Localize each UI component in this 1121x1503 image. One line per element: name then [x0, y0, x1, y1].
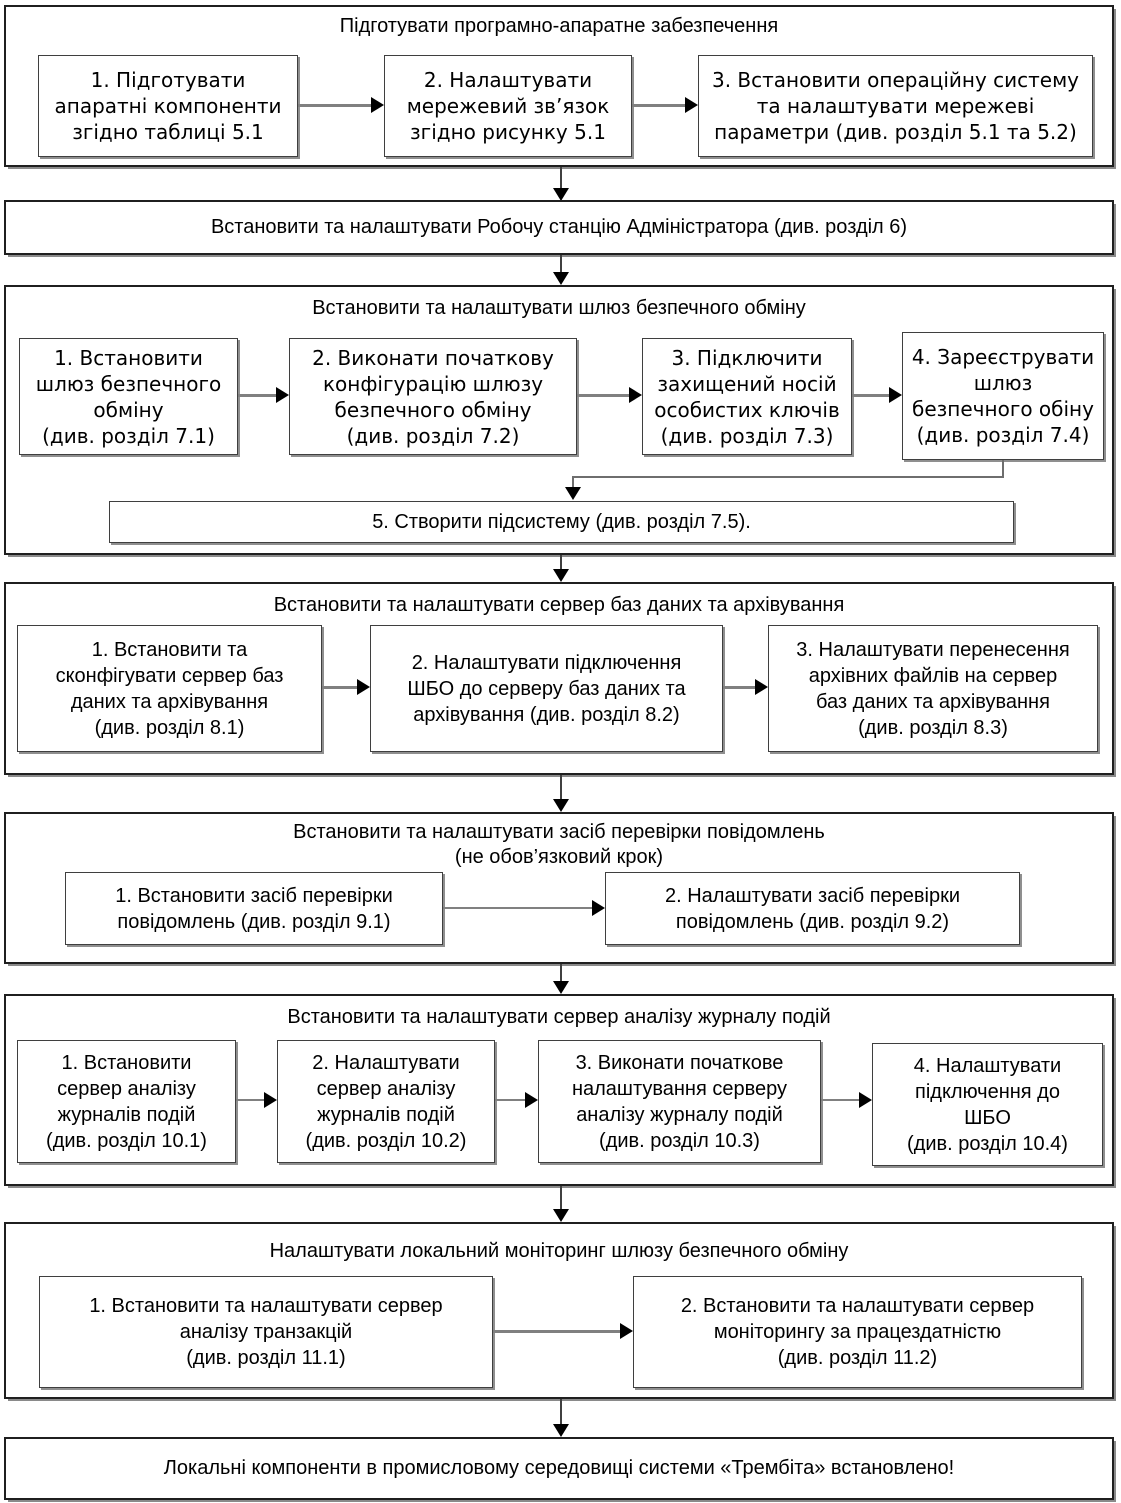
section-title: Встановити та налаштувати Робочу станцію… — [210, 216, 908, 238]
section-title: Налаштувати локальний моніторинг шлюзу б… — [269, 1240, 849, 1262]
elbow-connector-line — [572, 476, 574, 487]
down-arrow-line — [560, 964, 562, 981]
step-box-10-1: 1. Встановити сервер аналізу журналів по… — [17, 1040, 236, 1163]
section-title: Підготувати програмно-апаратне забезпече… — [339, 15, 779, 37]
elbow-connector-line — [1002, 460, 1004, 478]
right-arrow-icon — [685, 97, 698, 113]
step-box-8-1: 1. Встановити та сконфігувати сервер баз… — [17, 625, 322, 752]
down-arrow-line — [560, 255, 562, 272]
right-arrow-icon — [276, 387, 289, 403]
step-box-9-2: 2. Налаштувати засіб перевірки повідомле… — [605, 872, 1020, 945]
section-prepare-hardware: Підготувати програмно-апаратне забезпече… — [4, 5, 1114, 167]
right-arrow-line — [238, 394, 276, 397]
down-arrow-icon — [553, 1209, 569, 1222]
section-local-monitoring: Налаштувати локальний моніторинг шлюзу б… — [4, 1222, 1114, 1399]
right-arrow-icon — [371, 97, 384, 113]
down-arrow-line — [560, 1186, 562, 1209]
step-box-5-1-network: 2. Налаштувати мережевий зв’язок згідно … — [384, 55, 632, 157]
section-secure-gateway: Встановити та налаштувати шлюз безпечног… — [4, 285, 1114, 555]
step-box-7-3: 3. Підключити захищений носій особистих … — [642, 338, 852, 455]
section-log-analysis-server: Встановити та налаштувати сервер аналізу… — [4, 994, 1114, 1186]
section-title: Локальні компоненти в промисловому серед… — [163, 1457, 955, 1479]
section-installation-complete: Локальні компоненти в промисловому серед… — [4, 1437, 1114, 1500]
section-title: Встановити та налаштувати сервер баз дан… — [273, 594, 845, 616]
section-database-server: Встановити та налаштувати сервер баз дан… — [4, 582, 1114, 775]
down-arrow-icon — [553, 188, 569, 201]
step-box-9-1: 1. Встановити засіб перевірки повідомлен… — [65, 872, 443, 945]
step-box-10-3: 3. Виконати початкове налаштування серве… — [538, 1040, 821, 1163]
step-box-7-2: 2. Виконати початкову конфігурацію шлюзу… — [289, 338, 577, 455]
down-arrow-icon — [565, 487, 581, 500]
right-arrow-line — [298, 104, 371, 107]
section-title: Встановити та налаштувати сервер аналізу… — [287, 1006, 831, 1028]
section-admin-workstation: Встановити та налаштувати Робочу станцію… — [4, 200, 1114, 255]
step-box-5-os: 3. Встановити операційну систему та нала… — [698, 55, 1093, 157]
down-arrow-line — [560, 167, 562, 188]
right-arrow-line — [322, 686, 357, 689]
right-arrow-icon — [620, 1323, 633, 1339]
right-arrow-icon — [629, 387, 642, 403]
right-arrow-icon — [264, 1092, 277, 1108]
down-arrow-line — [560, 1399, 562, 1424]
right-arrow-icon — [859, 1092, 872, 1108]
right-arrow-line — [577, 394, 629, 397]
step-box-5-1-hardware: 1. Підготувати апаратні компоненти згідн… — [38, 55, 298, 157]
down-arrow-icon — [553, 272, 569, 285]
right-arrow-line — [821, 1099, 859, 1101]
right-arrow-icon — [889, 387, 902, 403]
down-arrow-icon — [553, 799, 569, 812]
step-box-10-4: 4. Налаштувати підключення до ШБО (див. … — [872, 1043, 1103, 1166]
step-box-7-5: 5. Створити підсистему (див. розділ 7.5)… — [109, 501, 1014, 543]
down-arrow-icon — [553, 1424, 569, 1437]
step-box-7-1: 1. Встановити шлюз безпечного обміну (ди… — [19, 338, 238, 455]
right-arrow-line — [852, 394, 889, 397]
step-box-7-4: 4. Зареєструвати шлюз безпечного обіну (… — [902, 332, 1104, 460]
right-arrow-icon — [525, 1092, 538, 1108]
right-arrow-line — [493, 1330, 620, 1333]
step-box-11-2: 2. Встановити та налаштувати сервер моні… — [633, 1276, 1082, 1388]
step-box-8-3: 3. Налаштувати перенесення архівних файл… — [768, 625, 1098, 752]
down-arrow-icon — [553, 569, 569, 582]
step-box-11-1: 1. Встановити та налаштувати сервер анал… — [39, 1276, 493, 1388]
step-box-10-2: 2. Налаштувати сервер аналізу журналів п… — [277, 1040, 495, 1163]
down-arrow-icon — [553, 981, 569, 994]
section-message-verification: Встановити та налаштувати засіб перевірк… — [4, 812, 1114, 964]
section-title: Встановити та налаштувати засіб перевірк… — [293, 821, 825, 868]
down-arrow-line — [560, 555, 562, 569]
right-arrow-icon — [755, 679, 768, 695]
right-arrow-line — [495, 1099, 525, 1101]
right-arrow-icon — [592, 900, 605, 916]
right-arrow-icon — [357, 679, 370, 695]
step-box-8-2: 2. Налаштувати підключення ШБО до сервер… — [370, 625, 723, 752]
right-arrow-line — [723, 686, 755, 689]
down-arrow-line — [560, 775, 562, 799]
right-arrow-line — [443, 907, 592, 909]
right-arrow-line — [632, 104, 685, 107]
elbow-connector-line — [572, 476, 1004, 478]
right-arrow-line — [236, 1099, 264, 1101]
section-title: Встановити та налаштувати шлюз безпечног… — [312, 297, 806, 319]
